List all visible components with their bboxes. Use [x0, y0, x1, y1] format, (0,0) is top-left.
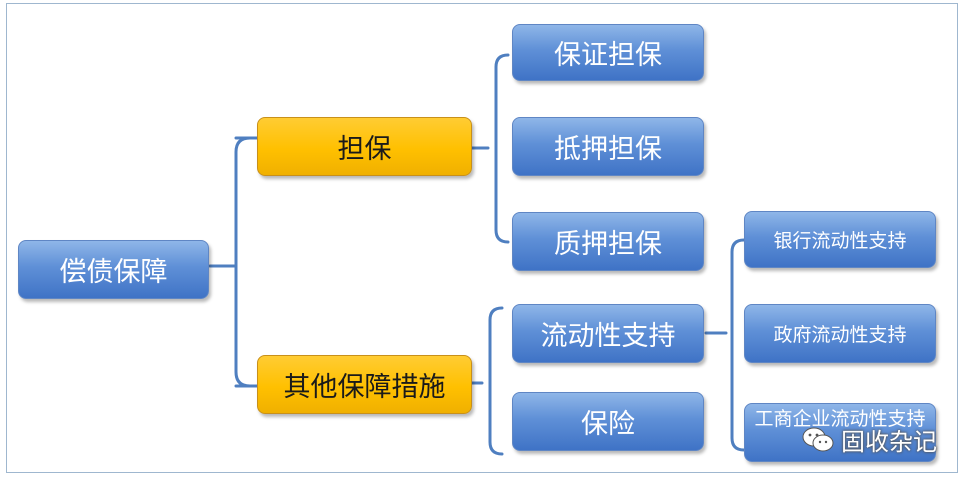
watermark: 固收杂记 — [801, 422, 937, 457]
wechat-icon — [802, 427, 834, 451]
node-enterprise-liquidity: 工商企业流动性支持 — [744, 403, 936, 462]
node-liquidity-support: 流动性支持 — [512, 304, 704, 363]
node-root: 偿债保障 — [18, 240, 209, 299]
node-government-liquidity: 政府流动性支持 — [744, 304, 936, 363]
node-surety-guarantee: 保证担保 — [512, 24, 704, 81]
node-guarantee: 担保 — [257, 117, 472, 176]
node-other-measures: 其他保障措施 — [257, 355, 472, 414]
connector-guarantee — [470, 53, 510, 244]
watermark-text: 固收杂记 — [841, 428, 937, 456]
connector-other — [470, 306, 504, 456]
node-mortgage-guarantee: 抵押担保 — [512, 117, 704, 176]
connector-root — [208, 136, 260, 388]
connector-liquidity — [704, 238, 746, 452]
node-pledge-guarantee: 质押担保 — [512, 212, 704, 271]
node-insurance: 保险 — [512, 392, 704, 451]
node-bank-liquidity: 银行流动性支持 — [744, 211, 936, 268]
